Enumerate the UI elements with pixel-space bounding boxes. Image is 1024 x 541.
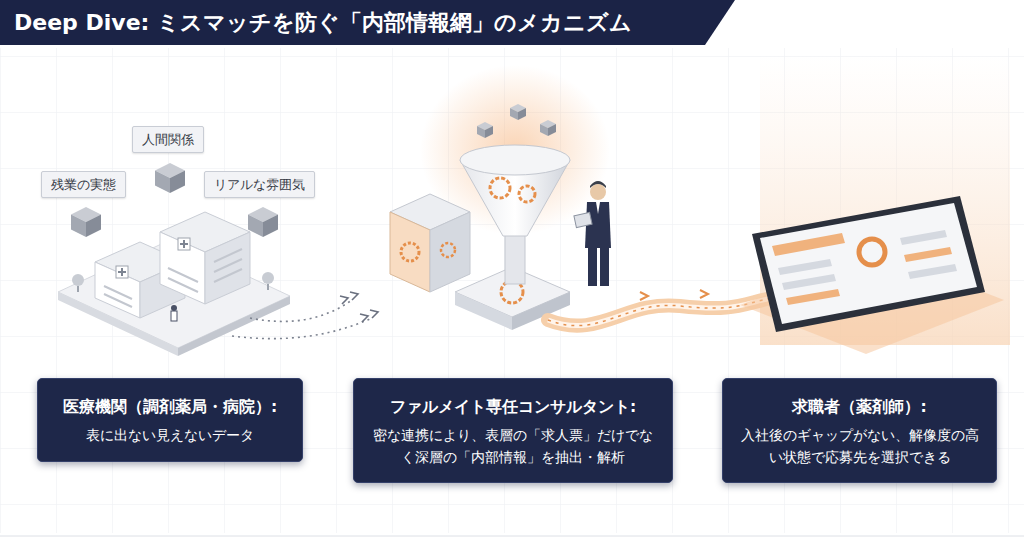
description-card: ファルメイト専任コンサルタント: 密な連携により、表層の「求人票」だけでなく深層の… (353, 378, 673, 483)
tablet-illustration (786, 289, 840, 305)
analysis-machine (548, 124, 556, 136)
info-cube (86, 215, 101, 238)
description-card: 求職者（薬剤師）: 入社後のギャップがない、解像度の高い状態で応募先を選択できる (722, 378, 997, 483)
hospital-illustration (116, 266, 128, 278)
hospital-illustration (160, 232, 205, 304)
background-grid (0, 536, 1024, 537)
hospital-illustration (95, 262, 140, 318)
info-cube (263, 215, 278, 238)
tablet-illustration (900, 230, 947, 245)
tablet-illustration (778, 259, 832, 275)
hospital-illustration (267, 284, 269, 290)
card-heading: ファルメイト専任コンサルタント: (368, 397, 658, 418)
hospital-illustration (58, 212, 290, 356)
hospital-illustration (104, 249, 242, 307)
card-body: 密な連携により、表層の「求人票」だけでなく深層の「内部情報」を抽出・解析 (368, 424, 658, 468)
hospital-illustration (72, 274, 84, 286)
hospital-illustration (178, 238, 190, 250)
tablet-illustration (904, 247, 952, 262)
orange-flow-arrow (548, 298, 772, 326)
consultant-figure (590, 181, 606, 188)
hospital-illustration (171, 305, 177, 311)
orange-flow-arrow (548, 298, 772, 326)
dotted-flow-arrow (232, 318, 372, 339)
analysis-machine (441, 243, 455, 257)
card-body: 入社後のギャップがない、解像度の高い状態で応募先を選択できる (737, 424, 982, 468)
tablet-illustration (740, 196, 1004, 354)
tablet-illustration (752, 196, 985, 332)
hospital-illustration (77, 286, 79, 292)
attribute-tag: リアルな雰囲気 (204, 171, 315, 198)
orange-flow-arrow (548, 298, 772, 326)
analysis-machine (485, 126, 493, 138)
title-banner (0, 0, 735, 45)
hospital-illustration (262, 272, 274, 284)
card-heading: 求職者（薬剤師）: (737, 397, 982, 418)
card-heading: 医療機関（調剤薬局・病院）: (52, 397, 288, 418)
analysis-machine (540, 124, 548, 136)
analysis-machine (460, 145, 570, 175)
hospital-illustration (205, 232, 250, 304)
tablet-illustration (859, 239, 885, 265)
consultant-figure (596, 202, 600, 214)
analysis-machine (477, 126, 485, 138)
info-cube (170, 171, 185, 194)
consultant-figure (574, 212, 592, 227)
background-grid (0, 48, 1024, 533)
orange-flow-arrow (548, 290, 772, 326)
analysis-machine (390, 65, 610, 330)
analysis-machine (401, 243, 419, 261)
attribute-tag: 残業の実態 (41, 171, 126, 198)
hospital-illustration (171, 311, 177, 321)
tag-label: 人間関係 (142, 131, 194, 148)
dotted-flow-arrow (232, 292, 378, 339)
dotted-flow-arrow (360, 310, 378, 322)
analysis-machine (430, 212, 470, 292)
consultant-figure (590, 184, 606, 200)
info-cube (155, 171, 170, 194)
consultant-figure (588, 248, 597, 286)
analysis-machine (518, 108, 526, 120)
analysis-machine (519, 186, 535, 202)
tablet-illustration (782, 274, 836, 290)
description-card: 医療機関（調剤薬局・病院）: 表に出ない見えないデータ (37, 378, 303, 462)
diagram-title: Deep Dive: ミスマッチを防ぐ「内部情報網」のメカニズム (14, 9, 632, 36)
analysis-machine (510, 108, 518, 120)
dotted-flow-arrow (340, 292, 358, 304)
hospital-illustration (178, 296, 290, 356)
consultant-figure (574, 181, 611, 286)
dotted-flow-arrow (250, 300, 352, 321)
attribute-tag: 人間関係 (132, 126, 204, 153)
analysis-machine (490, 178, 510, 198)
hospital-illustration (180, 240, 188, 248)
orange-flow-arrow (640, 290, 708, 300)
hospital-illustration (118, 268, 126, 276)
analysis-machine (505, 232, 525, 284)
tag-label: リアルな雰囲気 (214, 176, 305, 193)
card-body: 表に出ない見えないデータ (52, 424, 288, 446)
tag-label: 残業の実態 (51, 176, 116, 193)
info-cube (71, 215, 86, 238)
tablet-illustration (760, 203, 977, 324)
title-banner (0, 0, 735, 45)
tablet-illustration (772, 233, 845, 256)
analysis-machine (390, 212, 430, 292)
consultant-figure (600, 248, 609, 286)
tablet-illustration (908, 264, 957, 279)
